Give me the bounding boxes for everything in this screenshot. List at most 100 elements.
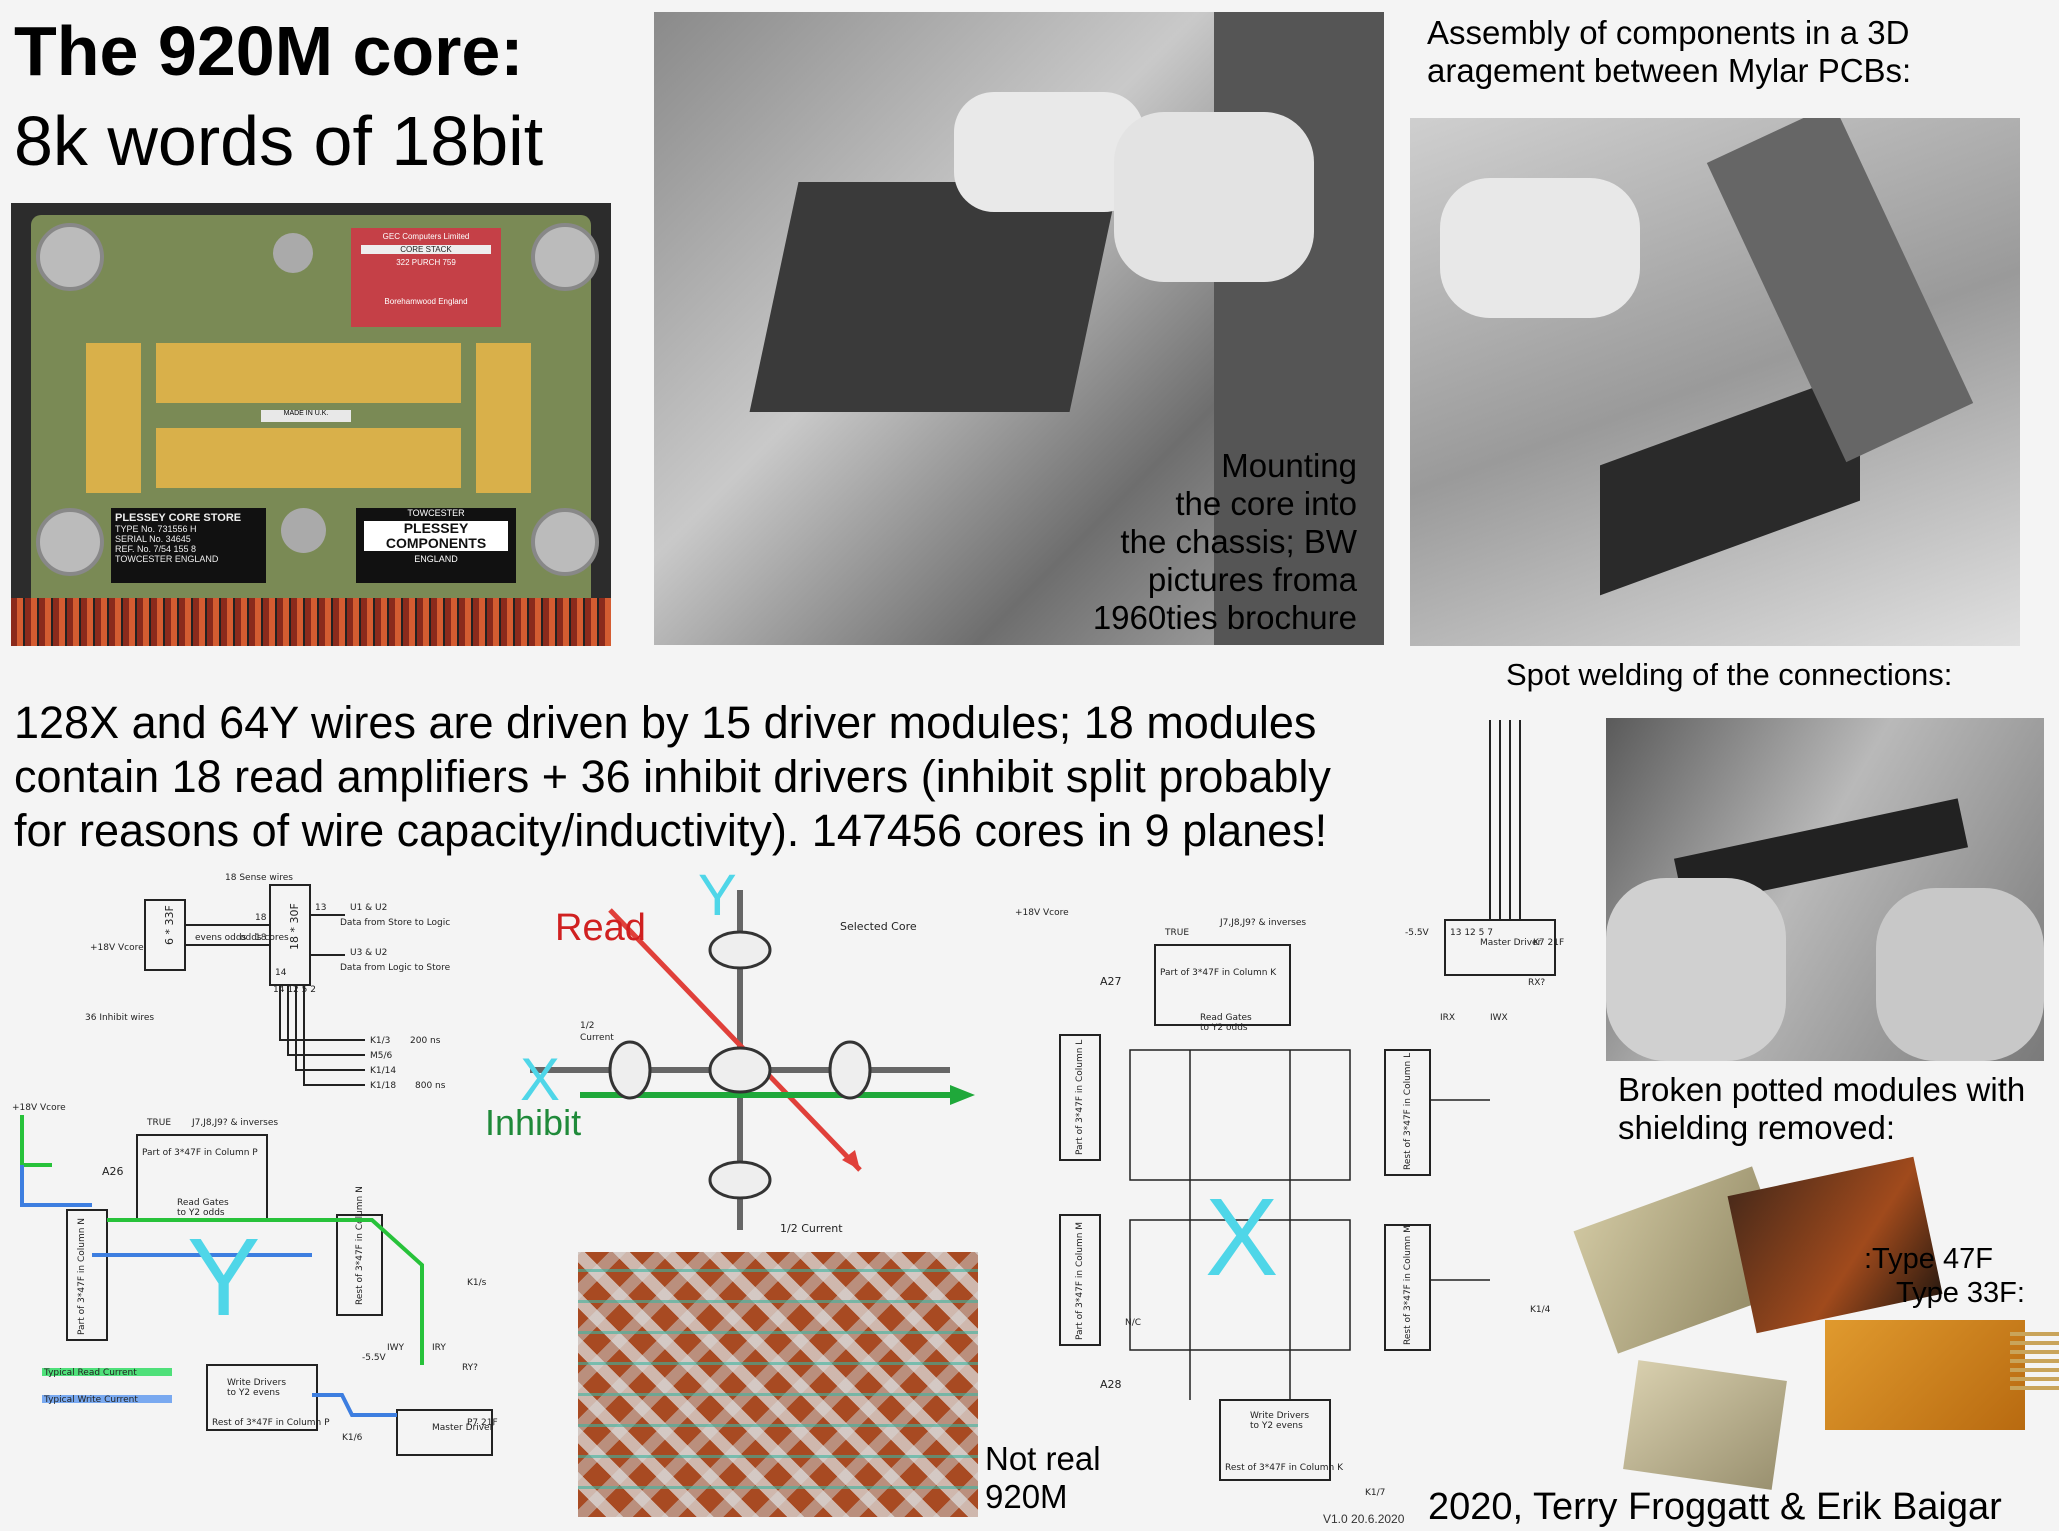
svg-text:Y: Y [698,870,737,928]
svg-text:IRX: IRX [1440,1013,1455,1023]
svg-text:K1/4: K1/4 [1530,1305,1551,1315]
spot-welding-photo [1606,718,2044,1061]
svg-text:Data from Store to Logic: Data from Store to Logic [340,918,450,928]
svg-text:M5/6: M5/6 [370,1051,393,1061]
module-row-bottom [156,428,461,488]
svg-text:Part of 3*47F in Column M: Part of 3*47F in Column M [1075,1222,1085,1340]
svg-text:RY?: RY? [462,1363,478,1373]
svg-text:K7 21F: K7 21F [1533,938,1564,948]
gec-sticker: GEC Computers Limited CORE STACK 322 PUR… [351,228,501,327]
mounting-photo [654,12,1384,645]
summary-text: 128X and 64Y wires are driven by 15 driv… [14,697,1331,856]
svg-text:odds cores: odds cores [240,933,289,943]
mounting-caption: Mounting the core into the chassis; BW p… [1092,447,1357,636]
core-mat-photo [578,1252,978,1517]
svg-text:X: X [1205,1176,1278,1299]
svg-text:A26: A26 [102,1165,124,1178]
svg-text:evens odds: evens odds [195,933,247,943]
svg-text:Write Drivers: Write Drivers [227,1378,286,1388]
svg-text:K1/18: K1/18 [370,1081,396,1091]
svg-text:Rest of 3*47F in Column K: Rest of 3*47F in Column K [1225,1463,1344,1473]
svg-text:K1/6: K1/6 [342,1433,363,1443]
broken-modules-photo [1570,1155,2059,1500]
made-in-uk-label: MADE IN U.K. [261,410,351,422]
svg-text:18: 18 [255,933,267,943]
svg-text:Current: Current [580,1033,614,1043]
module-row-top [156,343,461,403]
svg-text:Rest of 3*47F in Column P: Rest of 3*47F in Column P [212,1418,330,1428]
svg-text:TRUE: TRUE [1164,928,1189,938]
svg-text:Read: Read [555,907,646,949]
svg-text:-5.5V: -5.5V [362,1353,387,1363]
svg-text:+18V Vcore: +18V Vcore [12,1103,66,1113]
assembly-photo [1410,118,2020,646]
version-label: V1.0 20.6.2020 [1323,1512,1405,1526]
svg-text:to Y2 odds: to Y2 odds [1200,1023,1248,1033]
svg-text:Inhibit: Inhibit [485,1102,581,1143]
type33-label: Type 33F: [1896,1277,2025,1309]
svg-text:Read Gates: Read Gates [1200,1013,1252,1023]
broken-caption: Broken potted modules with shielding rem… [1618,1071,2026,1146]
svg-text:+18V Vcore: +18V Vcore [90,943,144,953]
svg-text:Part of 3*47F in Column L: Part of 3*47F in Column L [1075,1040,1085,1155]
svg-text:1/2: 1/2 [580,1021,594,1031]
type47-label: :Type 47F [1864,1243,1993,1275]
svg-text:to Y2 evens: to Y2 evens [227,1388,280,1398]
svg-text:P7 21F: P7 21F [467,1418,498,1428]
core-wiring-diagram: Read Y X Inhibit Selected Core 1/2 Curre… [485,870,975,1235]
svg-text:14 12 5 2: 14 12 5 2 [273,985,316,995]
svg-text:Write Drivers: Write Drivers [1250,1411,1309,1421]
svg-text:Selected Core: Selected Core [840,920,917,933]
svg-text:1/2 Current: 1/2 Current [780,1222,843,1235]
plessey-plate: PLESSEY CORE STORE TYPE No. 731556 H SER… [111,508,266,583]
svg-text:J7,J8,J9? & inverses: J7,J8,J9? & inverses [1219,918,1306,928]
svg-text:Rest of 3*47F in Column N: Rest of 3*47F in Column N [355,1186,365,1305]
svg-text:18: 18 [255,913,267,923]
svg-text:6 * 33F: 6 * 33F [163,905,176,945]
svg-text:13: 13 [315,903,326,913]
sense-inhibit-schematic: 6 * 33F 18 * 30F 18 Sense wires +18V Vco… [85,873,451,1091]
svg-text:X: X [520,1046,560,1113]
x-driver-schematic: 13 12 5 7 Master Driver K7 21F -5.5V IRX… [1015,720,1564,1498]
page-subtitle: 8k words of 18bit [14,102,544,180]
y-driver-schematic: Part of 3*47F in Column P Read Gates to … [12,1103,498,1456]
credit-text: 2020, Terry Froggatt & Erik Baigar [1428,1486,2002,1528]
svg-text:IWX: IWX [1490,1013,1508,1023]
svg-text:13 12 5 7: 13 12 5 7 [1450,928,1493,938]
svg-text:to Y2 evens: to Y2 evens [1250,1421,1303,1431]
svg-text:U3 & U2: U3 & U2 [350,948,387,958]
svg-text:N/C: N/C [1125,1318,1141,1328]
svg-text:A27: A27 [1100,975,1122,988]
spot-welding-caption: Spot welding of the connections: [1506,657,1953,692]
page-title: The 920M core: [14,12,524,90]
svg-text:18 * 30F: 18 * 30F [288,903,301,950]
svg-text:K1/7: K1/7 [1365,1488,1385,1498]
svg-text:Rest of 3*47F in Column M: Rest of 3*47F in Column M [1403,1225,1413,1345]
svg-text:to Y2 odds: to Y2 odds [177,1208,225,1218]
svg-text:18 Sense wires: 18 Sense wires [225,873,293,883]
svg-text:Y: Y [187,1216,260,1339]
svg-text:J7,J8,J9? & inverses: J7,J8,J9? & inverses [191,1118,278,1128]
svg-text:Master Driver: Master Driver [1480,938,1542,948]
svg-text:Data from Logic to Store: Data from Logic to Store [340,963,451,973]
svg-text:800 ns: 800 ns [415,1081,446,1091]
svg-text:Part of 3*47F in Column P: Part of 3*47F in Column P [142,1148,258,1158]
svg-text:IWY: IWY [387,1343,405,1353]
svg-text:+18V Vcore: +18V Vcore [1015,908,1069,918]
svg-text:Read Gates: Read Gates [177,1198,229,1208]
svg-text:-5.5V: -5.5V [1405,928,1430,938]
svg-text:RX?: RX? [1528,978,1545,988]
assembly-caption: Assembly of components in a 3D aragement… [1427,14,1912,89]
selected-core [708,1046,772,1094]
svg-text:Part of 3*47F in Column N: Part of 3*47F in Column N [77,1218,87,1335]
svg-text:IRY: IRY [432,1343,446,1353]
svg-text:A28: A28 [1100,1378,1122,1391]
not-real-caption: Not real 920M [985,1440,1101,1515]
svg-text:K1/s: K1/s [467,1278,487,1288]
svg-text:Master Driver: Master Driver [432,1423,494,1433]
svg-text:36 Inhibit wires: 36 Inhibit wires [85,1013,154,1023]
svg-text:K1/14: K1/14 [370,1066,396,1076]
svg-text:Rest of 3*47F in Column L: Rest of 3*47F in Column L [1403,1053,1413,1170]
svg-text:Typical Write Current: Typical Write Current [43,1395,138,1405]
